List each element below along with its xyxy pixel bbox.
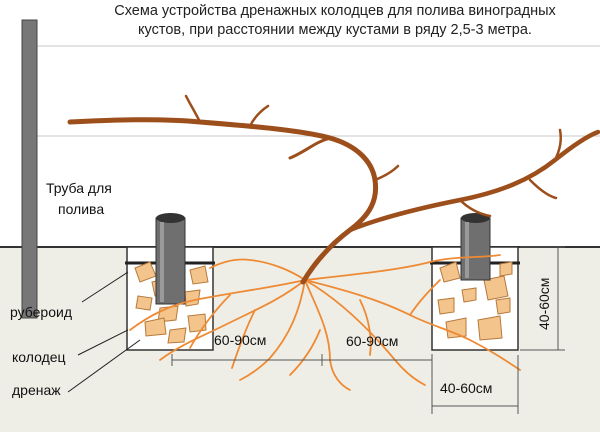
watering-pipe-right bbox=[460, 213, 491, 281]
well-width-dimension: 40-60см bbox=[440, 380, 493, 396]
vine-plant bbox=[67, 94, 600, 285]
left-gap-dimension: 60-90см bbox=[214, 332, 267, 348]
roofing-label: рубероид bbox=[10, 304, 72, 320]
drainage-label: дренаж bbox=[12, 382, 61, 398]
leader-lines bbox=[67, 271, 141, 393]
vine-roots bbox=[129, 254, 521, 391]
trellis-post bbox=[21, 19, 38, 319]
pipe-label-line-2: полива bbox=[58, 201, 105, 217]
diagram-title: Схема устройства дренажных колодцев для … bbox=[70, 2, 600, 40]
well-label: колодец bbox=[12, 349, 66, 365]
watering-pipe-left bbox=[155, 213, 186, 305]
dimension-lines bbox=[171, 246, 565, 414]
title-line-1: Схема устройства дренажных колодцев для … bbox=[114, 3, 556, 19]
title-line-2: кустов, при расстоянии между кустами в р… bbox=[138, 22, 532, 38]
well-depth-dimension: 40-60см bbox=[536, 277, 552, 330]
pipe-label-line-1: Труба для bbox=[46, 180, 112, 196]
right-gap-dimension: 60-90см bbox=[346, 333, 399, 349]
